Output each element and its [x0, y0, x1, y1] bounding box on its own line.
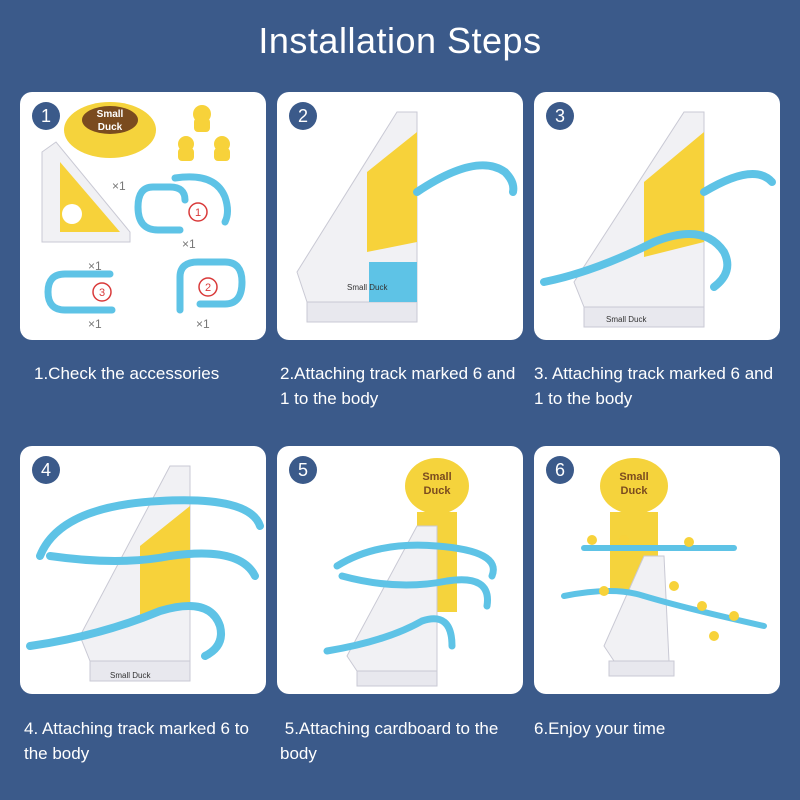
step-4-card: Small Duck 4 — [20, 446, 266, 694]
step-3-card: Small Duck 3 — [534, 92, 780, 340]
qty-stairs: ×1 — [112, 179, 126, 193]
sign-text-line1: Small — [619, 471, 648, 483]
step-6-illustration: Small Duck — [561, 458, 767, 677]
step-2-caption: 2.Attaching track marked 6 and 1 to the … — [280, 364, 516, 408]
sign-text-line1: Small — [422, 471, 451, 483]
small-duck-sign — [600, 458, 668, 514]
qty-track-2: ×1 — [196, 317, 210, 331]
step-2-illustration: Small Duck — [296, 111, 518, 323]
step-5-illustration: Small Duck — [323, 458, 497, 687]
step-4-illustration: Small Duck — [26, 465, 264, 682]
step-4-caption: 4. Attaching track marked 6 to the body — [24, 719, 249, 763]
stairs-body — [41, 141, 131, 243]
step-5-number-badge: 5 — [289, 456, 317, 484]
step-2-number-badge: 2 — [289, 102, 317, 130]
step-6-card: Small Duck 6 — [534, 446, 780, 694]
sign-text-line2: Duck — [98, 122, 123, 133]
step-1-number-badge: 1 — [32, 102, 60, 130]
track-2-mark: 2 — [205, 282, 211, 294]
track-2: 2 — [176, 258, 246, 314]
step-2-card: Small Duck 2 — [277, 92, 523, 340]
track-3: 3 — [44, 270, 116, 314]
duck-figures — [587, 535, 739, 641]
small-duck-label: Small Duck — [347, 283, 388, 292]
step-3-caption: 3. Attaching track marked 6 and 1 to the… — [534, 364, 774, 408]
track-1: 1 — [134, 173, 231, 234]
step-3-illustration: Small Duck — [540, 111, 776, 328]
small-duck-label: Small Duck — [606, 315, 647, 324]
track-3-mark: 3 — [99, 287, 105, 299]
duck-figures — [178, 105, 230, 161]
qty-track-3b: ×1 — [88, 317, 102, 331]
step-5-card: Small Duck 5 — [277, 446, 523, 694]
step-6-number-badge: 6 — [546, 456, 574, 484]
track-1-mark: 1 — [195, 207, 201, 219]
accessories-illustration: Small Duck ×1 1 ×1 3 — [41, 102, 246, 331]
sign-text-line1: Small — [97, 109, 124, 120]
step-5-caption: 5.Attaching cardboard to the body — [280, 719, 504, 763]
sign-text-line2: Duck — [424, 485, 452, 497]
page-title: Installation Steps — [258, 20, 542, 61]
step-1-card: Small Duck ×1 1 ×1 3 — [20, 92, 266, 340]
step-6-caption: 6.Enjoy your time — [534, 719, 666, 738]
step-4-number-badge: 4 — [32, 456, 60, 484]
small-duck-label: Small Duck — [110, 671, 151, 680]
step-3-number-badge: 3 — [546, 102, 574, 130]
step-1-caption: 1.Check the accessories — [34, 364, 220, 383]
qty-track-1: ×1 — [182, 237, 196, 251]
qty-track-3: ×1 — [88, 259, 102, 273]
small-duck-sign — [405, 458, 469, 514]
sign-text-line2: Duck — [621, 485, 649, 497]
